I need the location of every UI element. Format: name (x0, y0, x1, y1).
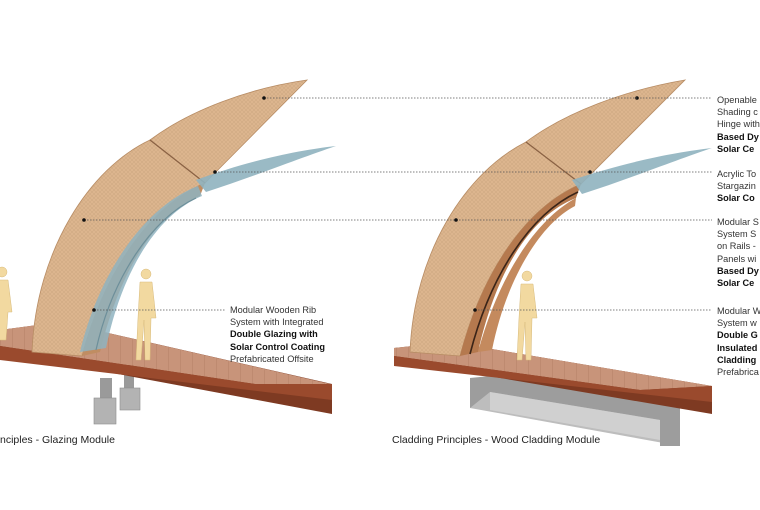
annotation-line: Hinge with (717, 119, 760, 130)
annotation-line: Openable (717, 95, 757, 105)
annotation-line: Based Dy (717, 265, 759, 276)
annotation-line: Insulated (717, 342, 758, 353)
cladding-module-caption: Cladding Principles - Wood Cladding Modu… (392, 434, 601, 446)
right-deck (394, 342, 712, 414)
annotation-line: Solar Ce (717, 143, 755, 154)
annotation-line: Solar Ce (717, 278, 755, 289)
annotation-line: on Rails - (717, 241, 756, 252)
right-leader-dots (454, 96, 639, 312)
annotation-line: Prefabrica (717, 367, 759, 378)
glazing-module-caption: nciples - Glazing Module (0, 434, 115, 446)
glazing-module-model (0, 79, 336, 425)
left-concrete-piers (93, 375, 141, 425)
left-human-figures (0, 266, 157, 361)
annotation-line: Stargazin (717, 181, 756, 192)
leader-dot-rib (92, 308, 96, 312)
annotation-line: Solar Co (717, 193, 755, 204)
annotation-line: Shading c (717, 107, 758, 118)
cladding-module-model (394, 79, 712, 446)
annotation-line: Prefabricated Offsite (230, 353, 314, 364)
left-extra-leaders (84, 97, 637, 221)
left-extra-dots (82, 96, 266, 222)
right-human-figure (516, 270, 538, 361)
annotation-line: System S (717, 229, 757, 240)
right-leader-lines (456, 97, 712, 311)
right-shell (409, 79, 712, 357)
annotation-line: System with Integrated (230, 317, 324, 328)
annotation-line: Panels wi (717, 253, 757, 264)
annotation-line: Solar Control Coating (230, 341, 325, 352)
annotation-line: Based Dy (717, 131, 759, 142)
annotation-line: System w (717, 318, 757, 329)
annotation-line: Double G (717, 330, 758, 341)
annotation-line: Modular Wooden Rib (230, 305, 317, 315)
annotation-line: Acrylic To (717, 169, 757, 179)
annotation-line: Modular W (717, 306, 760, 316)
left-shell (31, 79, 336, 357)
annotation-line: Modular S (717, 217, 759, 227)
annotation-line: Double Glazing with (230, 329, 318, 340)
annotation-line: Cladding (717, 354, 757, 365)
right-concrete-base (470, 376, 680, 446)
